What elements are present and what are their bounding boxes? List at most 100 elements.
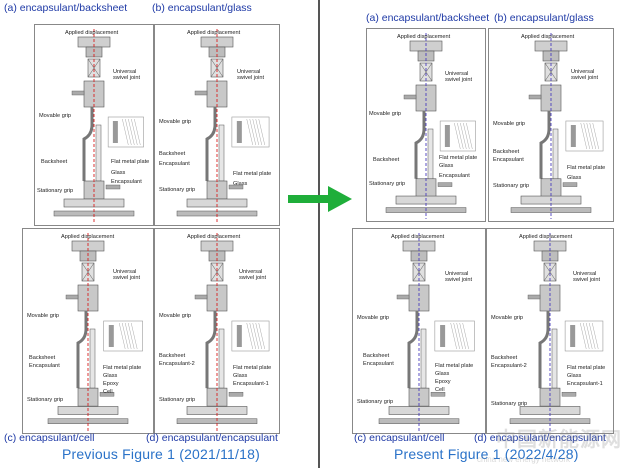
label-swivel: swivel joint — [571, 75, 598, 81]
label-encapsulant-1: Encapsulant-1 — [567, 381, 603, 387]
inset-hatch — [124, 322, 132, 350]
inset-hatch — [255, 322, 263, 350]
label-movable: Movable grip — [493, 121, 525, 127]
panel-c: Applied displacement Universal swivel jo… — [352, 228, 486, 434]
flat-metal-plate — [218, 124, 225, 182]
label-stationary: Stationary grip — [369, 181, 405, 187]
inset-hatch — [128, 118, 135, 146]
caption-c: (c) encapsulant/cell — [354, 432, 445, 444]
inset-hatch — [582, 322, 590, 350]
inset-hatch — [588, 322, 596, 350]
label-movable: Movable grip — [369, 111, 401, 117]
label-applied: Applied displacement — [521, 34, 575, 40]
inset-hatch — [456, 322, 463, 350]
inset-hatch — [127, 322, 135, 350]
label-stationary: Stationary grip — [159, 397, 195, 403]
label-encapsulant-1: Encapsulant-1 — [233, 381, 269, 387]
label-movable: Movable grip — [39, 113, 71, 119]
grip-screw — [65, 294, 79, 300]
inset-hatch — [252, 322, 260, 350]
panel-a: Applied displacement Universal swivel jo… — [34, 24, 154, 226]
label-encapsulant: Encapsulant — [29, 363, 60, 369]
inset-hatch — [134, 118, 141, 146]
label-encapsulant: Encapsulant — [111, 179, 142, 185]
inset-hatch — [258, 322, 266, 350]
inset-hatch — [591, 322, 599, 350]
inset-hatch — [252, 118, 260, 146]
test-rig-diagram-d: Applied displacement Universal swivel jo… — [159, 233, 271, 431]
figure-footer: Present Figure 1 (2022/4/28) — [394, 446, 579, 462]
joint-cross-2 — [419, 62, 433, 82]
caption-d: (d) encapsulant/encapsulant — [146, 432, 278, 444]
label-epoxy: Epoxy — [435, 379, 451, 385]
green-arrow-icon — [288, 186, 352, 212]
joint-cross-2 — [87, 58, 101, 78]
caption-d: (d) encapsulant/encapsulant — [474, 432, 606, 444]
label-applied: Applied displacement — [187, 30, 241, 36]
present-figure: (a) encapsulant/backsheet (b) encapsulan… — [320, 0, 640, 468]
inset-layer — [108, 325, 114, 347]
label-backsheet: Backsheet — [373, 157, 400, 163]
inset-hatch — [459, 322, 466, 350]
label-universal: Universal — [113, 269, 136, 275]
label-applied: Applied displacement — [519, 234, 573, 240]
inset-hatch — [460, 122, 467, 150]
test-rig-diagram-c: Applied displacement Universal swivel jo… — [357, 233, 475, 431]
specimen-strip — [538, 311, 550, 389]
inset-hatch — [457, 122, 464, 150]
flat-metal-plate — [551, 328, 558, 389]
inset-layer — [570, 325, 576, 347]
label-swivel: swivel joint — [445, 277, 472, 283]
watermark-logo: 中国新能源网 — [496, 429, 622, 451]
label-applied: Applied displacement — [397, 34, 451, 40]
specimen-strip — [82, 107, 94, 181]
inset-layer — [570, 125, 576, 147]
label-swivel: swivel joint — [113, 75, 140, 81]
grip-screw — [71, 90, 85, 96]
label-stationary: Stationary grip — [159, 187, 195, 193]
test-rig-diagram-b: Applied displacement Universal swivel jo… — [159, 29, 271, 223]
label-backsheet: Backsheet — [41, 159, 68, 165]
inset-layer — [112, 121, 118, 143]
label-backsheet: Backsheet — [159, 151, 186, 157]
load-cell — [208, 46, 226, 58]
inset-hatch — [583, 122, 591, 150]
inset-hatch — [121, 322, 129, 350]
inset-hatch — [462, 322, 469, 350]
label-applied: Applied displacement — [391, 234, 445, 240]
inset-layer — [236, 325, 242, 347]
caption-a: (a) encapsulant/backsheet — [366, 12, 490, 24]
base-screw — [561, 391, 577, 397]
grip-screw — [396, 294, 410, 300]
inset-hatch — [249, 322, 257, 350]
label-stationary: Stationary grip — [37, 188, 73, 194]
label-backsheet: Backsheet — [491, 355, 518, 361]
label-universal: Universal — [113, 69, 136, 75]
grip-screw — [194, 90, 208, 96]
base-screw — [228, 391, 244, 397]
label-cell: Cell — [435, 387, 445, 393]
inset-hatch — [130, 322, 138, 350]
label-glass: Glass — [567, 175, 582, 181]
flat-metal-plate — [420, 328, 427, 389]
label-stationary: Stationary grip — [357, 399, 393, 405]
test-rig-diagram-a: Applied displacement Universal swivel jo… — [369, 33, 477, 219]
inset-hatch — [122, 118, 129, 146]
inset-hatch — [592, 122, 600, 150]
panel-b: Applied displacement Universal swivel jo… — [488, 28, 614, 222]
label-stationary: Stationary grip — [27, 397, 63, 403]
joint-cross-2 — [210, 262, 224, 282]
inset-hatch — [580, 122, 588, 150]
flat-metal-plate — [89, 328, 96, 389]
panel-d: Applied displacement Universal swivel jo… — [486, 228, 614, 434]
inset-hatch — [118, 322, 126, 350]
label-glass: Glass — [567, 373, 582, 379]
label-encapsulant: Encapsulant — [493, 157, 524, 163]
inset-hatch — [125, 118, 132, 146]
specimen-strip — [205, 311, 217, 389]
label-encapsulant: Encapsulant — [363, 361, 394, 367]
label-cell: Cell — [103, 389, 113, 395]
specimen-strip — [205, 107, 217, 181]
label-glass: Glass — [439, 163, 454, 169]
watermark-subtitle: china new energy network — [477, 455, 570, 464]
